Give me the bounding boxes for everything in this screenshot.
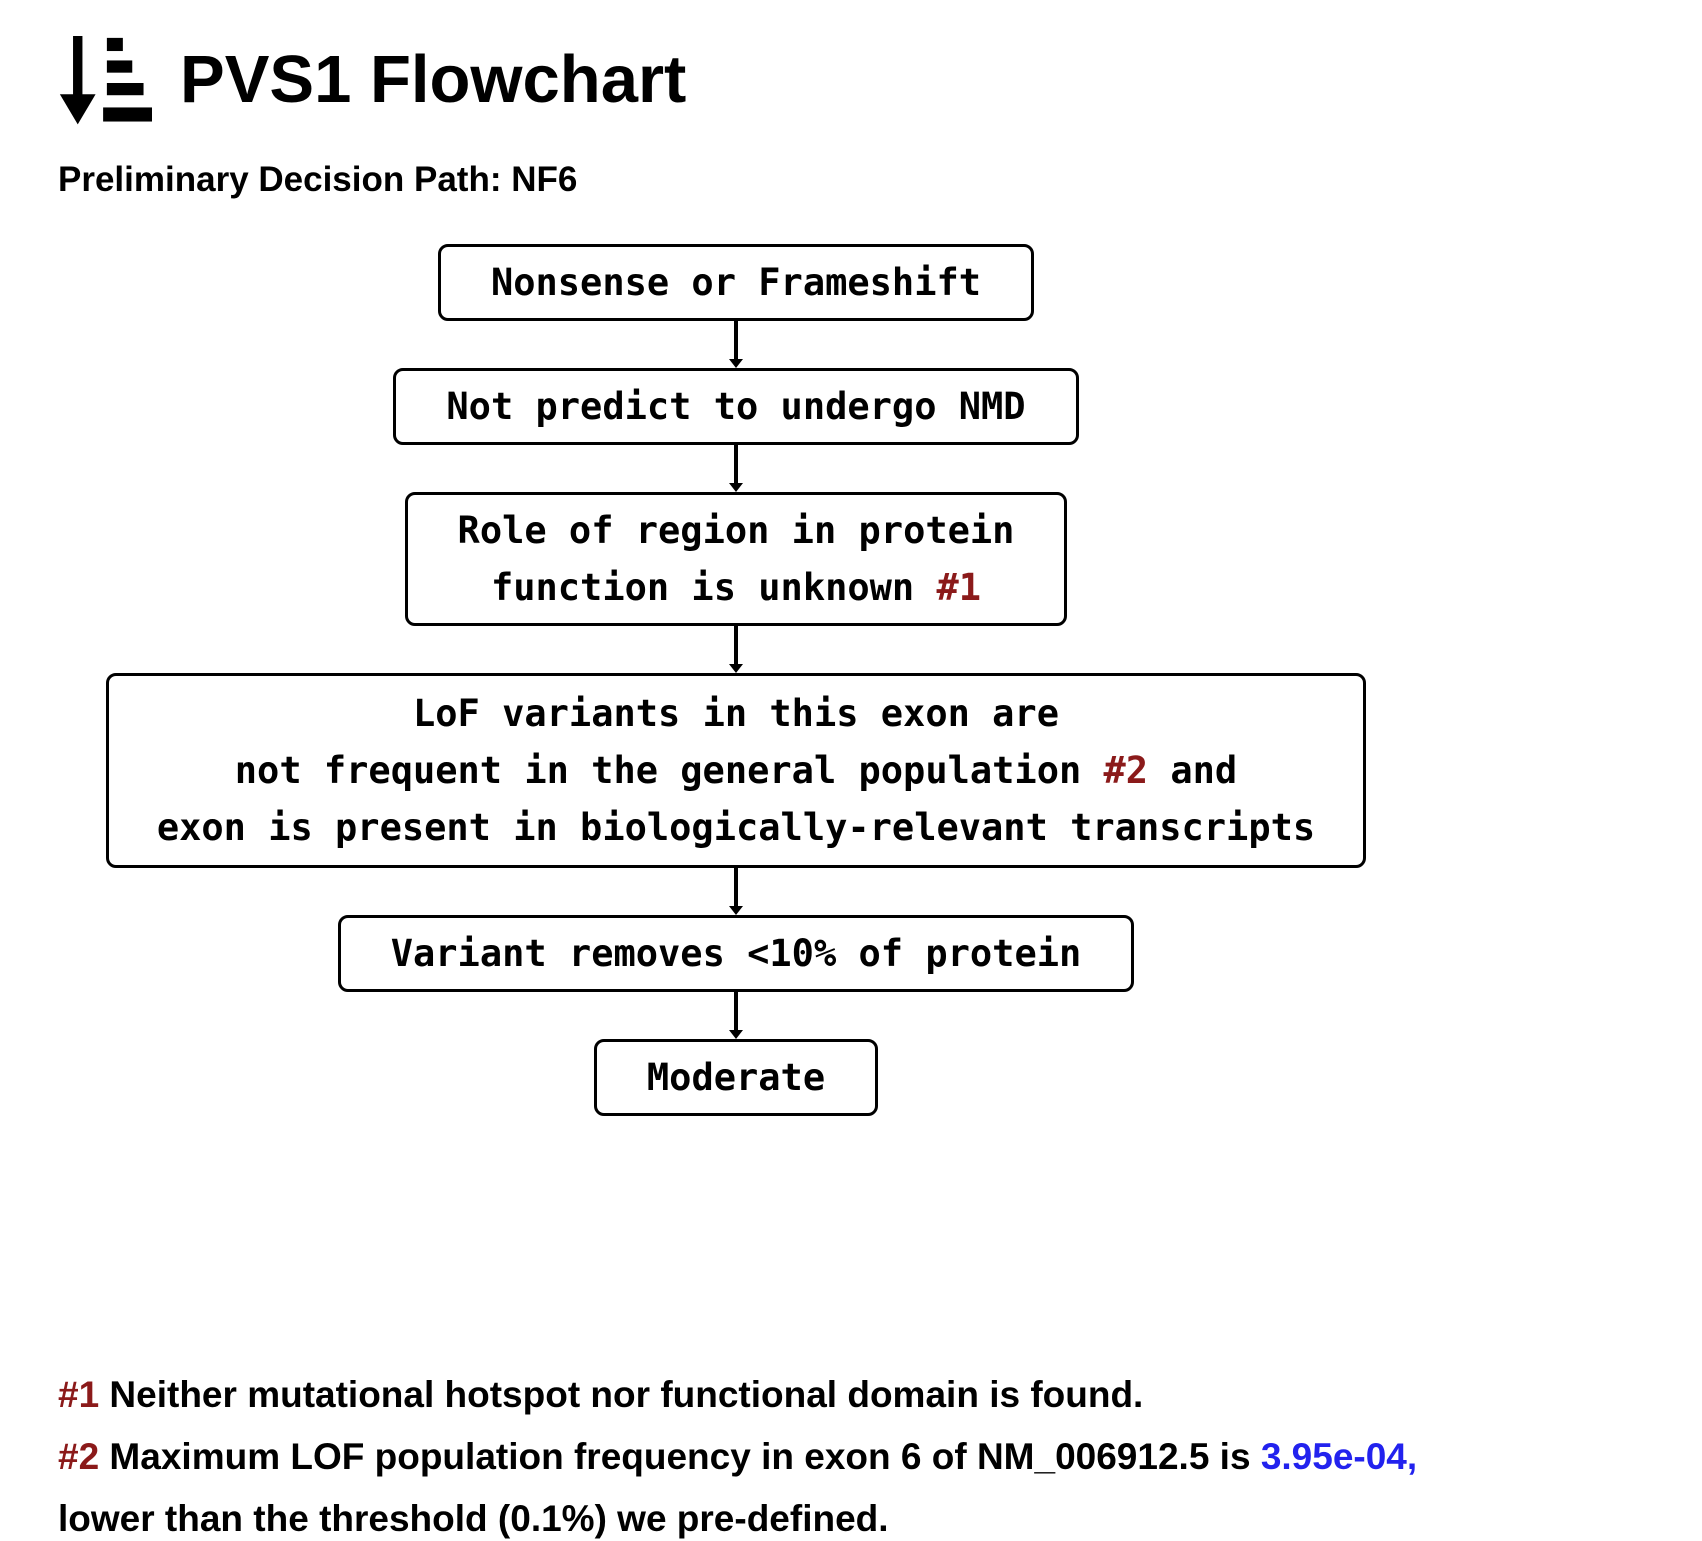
- sort-amount-down-icon: [59, 36, 152, 125]
- flow-connector: [729, 445, 743, 492]
- flow-node-role-of-region: Role of region in protein function is un…: [404, 492, 1068, 626]
- flow-connector: [729, 868, 743, 915]
- arrow-down-icon: [729, 483, 743, 492]
- connector-line: [734, 321, 738, 359]
- flow-node-moderate: Moderate: [593, 1039, 879, 1116]
- footnotes: #1 Neither mutational hotspot nor functi…: [58, 1364, 1702, 1541]
- flow-node-variant-removes: Variant removes <10% of protein: [337, 915, 1135, 992]
- footnote-marker-1: #1: [936, 566, 982, 609]
- flow-node-nonsense-or-frameshift: Nonsense or Frameshift: [437, 244, 1035, 321]
- node-line: Role of region in protein: [457, 509, 1015, 552]
- footnote-2-text: Maximum LOF population frequency in exon…: [99, 1436, 1261, 1477]
- footnote-1-text: Neither mutational hotspot nor functiona…: [99, 1374, 1144, 1415]
- footnote-2: #2 Maximum LOF population frequency in e…: [58, 1426, 1702, 1488]
- node-line: Nonsense or Frameshift: [490, 261, 982, 304]
- node-line: Moderate: [646, 1056, 826, 1099]
- flow-node-not-predict-nmd: Not predict to undergo NMD: [393, 368, 1079, 445]
- arrow-down-icon: [729, 359, 743, 368]
- footnote-2-continued: lower than the threshold (0.1%) we pre-d…: [58, 1498, 889, 1539]
- connector-line: [734, 992, 738, 1030]
- arrow-down-icon: [729, 664, 743, 673]
- node-text: function is unknown: [490, 566, 937, 609]
- page-title: PVS1 Flowchart: [180, 42, 687, 117]
- connector-line: [734, 868, 738, 906]
- arrow-down-icon: [729, 1030, 743, 1039]
- node-line: LoF variants in this exon are: [412, 692, 1059, 735]
- node-line: Not predict to undergo NMD: [446, 385, 1026, 428]
- footnote-2-frequency-value: 3.95e-04,: [1260, 1436, 1418, 1477]
- footnote-1: #1 Neither mutational hotspot nor functi…: [58, 1364, 1702, 1426]
- connector-line: [734, 626, 738, 664]
- footnote-marker-2: #2: [1103, 749, 1149, 792]
- node-text: and: [1148, 749, 1238, 792]
- node-line: function is unknown #1: [458, 559, 1015, 616]
- footnote-2-marker: #2: [58, 1436, 100, 1477]
- node-line: Variant removes <10% of protein: [390, 932, 1082, 975]
- decision-path-subtitle: Preliminary Decision Path: NF6: [58, 160, 578, 199]
- flow-connector: [729, 321, 743, 368]
- node-line: not frequent in the general population #…: [157, 742, 1315, 799]
- header: PVS1 Flowchart: [0, 0, 1702, 136]
- footnote-1-marker: #1: [58, 1374, 100, 1415]
- flow-connector: [729, 626, 743, 673]
- flow-node-lof-variants: LoF variants in this exon are not freque…: [105, 673, 1367, 868]
- connector-line: [734, 445, 738, 483]
- flow-connector: [729, 992, 743, 1039]
- pvs1-flowchart: Nonsense or Frameshift Not predict to un…: [0, 244, 1472, 1116]
- node-text: not frequent in the general population: [234, 749, 1104, 792]
- node-line: exon is present in biologically-relevant…: [156, 806, 1316, 849]
- arrow-down-icon: [729, 906, 743, 915]
